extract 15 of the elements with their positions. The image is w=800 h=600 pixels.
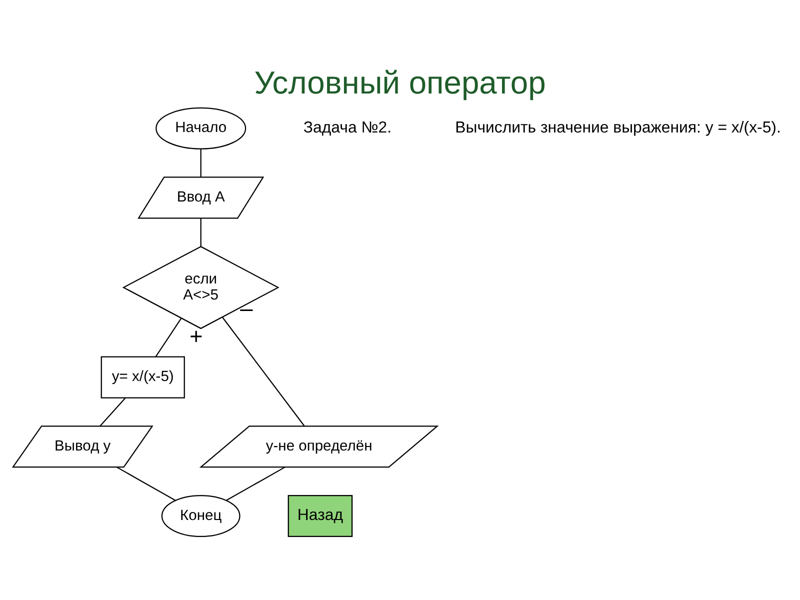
diagram-title: Условный оператор bbox=[254, 64, 546, 101]
connector bbox=[200, 148, 202, 177]
connector bbox=[200, 218, 202, 247]
label: Вычислить значение выражения: y = x/(x-5). bbox=[455, 120, 781, 137]
edge-label: – bbox=[240, 294, 253, 321]
node-box: y= x/(x-5) bbox=[100, 356, 185, 398]
node-ellipse: Конец bbox=[161, 494, 240, 538]
connector bbox=[222, 317, 305, 426]
connector bbox=[155, 318, 182, 358]
connector bbox=[100, 397, 126, 426]
connector bbox=[226, 466, 286, 501]
node-ellipse: Начало bbox=[156, 107, 246, 150]
connector bbox=[116, 466, 176, 501]
label: Назад bbox=[297, 507, 344, 524]
label: Задача №2. bbox=[303, 120, 392, 137]
